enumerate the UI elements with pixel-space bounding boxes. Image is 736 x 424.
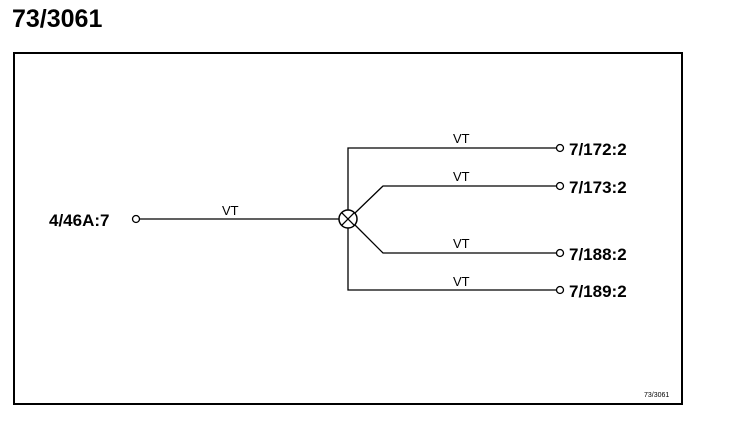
branch-wire-color: VT — [453, 236, 470, 251]
branch-wire — [354, 185, 556, 214]
branch-label: 7/188:2 — [569, 245, 627, 264]
branch-wire-color: VT — [453, 169, 470, 184]
branch-terminal[interactable] — [555, 181, 565, 191]
branch-wire — [354, 224, 556, 254]
branch-label: 7/173:2 — [569, 178, 627, 197]
reference-number: 73/3061 — [644, 392, 669, 399]
branch-label: 7/172:2 — [569, 140, 627, 159]
branch-wire — [347, 228, 556, 291]
source-wire-color: VT — [222, 203, 239, 218]
branch-wire — [347, 147, 556, 210]
branch-terminal[interactable] — [555, 143, 565, 153]
branch-terminal[interactable] — [555, 248, 565, 258]
branch-terminal[interactable] — [555, 285, 565, 295]
diagram-frame — [13, 52, 683, 405]
splice-icon[interactable] — [338, 209, 358, 229]
branch-wire-color: VT — [453, 274, 470, 289]
source-label: 4/46A:7 — [49, 211, 109, 230]
page-title: 73/3061 — [12, 5, 103, 33]
branch-label: 7/189:2 — [569, 282, 627, 301]
branch-wire-color: VT — [453, 131, 470, 146]
source-terminal[interactable] — [131, 214, 141, 224]
